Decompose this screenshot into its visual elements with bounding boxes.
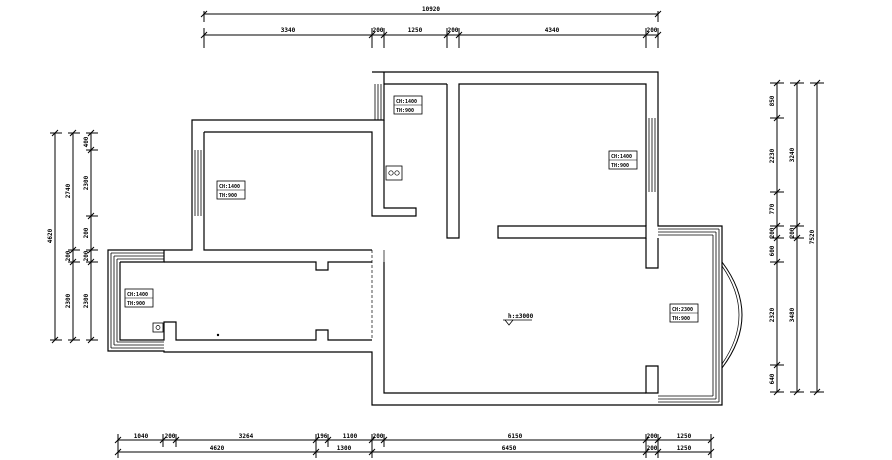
svg-text:TH:900: TH:900 bbox=[396, 108, 414, 114]
point-marker-icon bbox=[216, 333, 220, 337]
drain-circle-icon bbox=[155, 325, 161, 330]
dim-right-inner: 2320 bbox=[769, 307, 776, 322]
dim-bottom-seg: 1250 bbox=[677, 433, 692, 440]
bedroom-left-wall bbox=[203, 132, 372, 251]
bottom-dimension-chain: 1040 200 3264 196 1100 200 6150 200 1250… bbox=[114, 433, 715, 458]
dim-left-inner: 2300 bbox=[83, 175, 90, 190]
dim-bottom-seg: 196 bbox=[317, 433, 328, 440]
dim-bottom-seg: 1300 bbox=[337, 445, 352, 452]
left-dimension-chain: 4620 2740 200 2300 400 2300 200 200 2300 bbox=[47, 129, 98, 344]
partition-wall bbox=[446, 83, 647, 239]
bay-window-arc bbox=[721, 265, 740, 365]
level-mark-text: h:±3000 bbox=[508, 313, 534, 320]
window-tag: CH:1400 TH:900 bbox=[124, 288, 154, 308]
dim-bottom-seg: 200 bbox=[373, 433, 384, 440]
svg-text:TH:900: TH:900 bbox=[219, 193, 237, 199]
living-wall bbox=[645, 365, 659, 394]
dim-bottom-seg: 4620 bbox=[210, 445, 225, 452]
dim-top-seg: 4340 bbox=[545, 27, 560, 34]
dim-bottom-seg: 200 bbox=[647, 445, 658, 452]
corridor-wall bbox=[120, 250, 165, 263]
dim-right-inner: 2230 bbox=[769, 148, 776, 163]
svg-text:TH:900: TH:900 bbox=[611, 163, 629, 169]
svg-text:TH:900: TH:900 bbox=[127, 301, 145, 307]
dim-right-inner: 770 bbox=[769, 203, 776, 214]
dim-bottom-seg: 6450 bbox=[502, 445, 517, 452]
living-wall bbox=[645, 238, 659, 269]
window-tag: CH:1400 TH:900 bbox=[216, 180, 246, 200]
dim-top-seg: 200 bbox=[647, 27, 658, 34]
svg-text:CH:1400: CH:1400 bbox=[611, 154, 632, 160]
dim-bottom-seg: 3264 bbox=[239, 433, 254, 440]
level-triangle-icon bbox=[504, 319, 514, 326]
window-tag: CH:2300 TH:900 bbox=[669, 303, 699, 323]
burner-icon bbox=[388, 170, 394, 176]
dim-left-inner: 400 bbox=[83, 136, 90, 147]
corridor-wall bbox=[164, 261, 372, 271]
window-tag: CH:1400 TH:900 bbox=[393, 95, 423, 115]
dim-bottom-seg: 1040 bbox=[134, 433, 149, 440]
dim-left-inner: 200 bbox=[83, 250, 90, 261]
dim-top-seg: 200 bbox=[448, 27, 459, 34]
svg-text:CH:1400: CH:1400 bbox=[127, 292, 148, 298]
svg-text:TH:900: TH:900 bbox=[672, 316, 690, 322]
dim-left-outer: 4620 bbox=[47, 228, 54, 243]
dim-top-total: 10920 bbox=[422, 6, 440, 13]
dim-right-outer: 7520 bbox=[809, 229, 816, 244]
right-dimension-chain: 850 2230 770 200 600 2320 640 3240 200 3… bbox=[769, 79, 824, 396]
partition-wall bbox=[497, 225, 647, 239]
dim-right-mid: 3480 bbox=[789, 307, 796, 322]
dim-right-inner: 200 bbox=[769, 227, 776, 238]
dim-bottom-seg: 200 bbox=[165, 433, 176, 440]
dim-left-inner: 2300 bbox=[83, 293, 90, 308]
level-mark: h:±3000 bbox=[503, 313, 534, 326]
dim-bottom-seg: 200 bbox=[647, 433, 658, 440]
walls bbox=[107, 71, 723, 406]
svg-text:CH:1400: CH:1400 bbox=[396, 99, 417, 105]
dim-bottom-seg: 6150 bbox=[508, 433, 523, 440]
dim-right-mid: 3240 bbox=[789, 147, 796, 162]
dim-top-seg: 3340 bbox=[281, 27, 296, 34]
drain-icon bbox=[152, 322, 164, 333]
corridor-wall bbox=[119, 262, 372, 341]
outer-wall bbox=[107, 71, 723, 406]
dim-right-inner: 600 bbox=[769, 245, 776, 256]
dim-left-mid: 2740 bbox=[65, 183, 72, 198]
stove-icon bbox=[385, 165, 403, 181]
living-wall bbox=[383, 262, 646, 394]
dim-left-mid: 200 bbox=[65, 250, 72, 261]
dim-left-mid: 2300 bbox=[65, 293, 72, 308]
dim-right-mid: 200 bbox=[789, 227, 796, 238]
dim-top-seg: 200 bbox=[373, 27, 384, 34]
dim-bottom-seg: 1100 bbox=[343, 433, 358, 440]
bay-window-arc bbox=[721, 261, 743, 369]
top-dimension-chain: 10920 3340 200 1250 200 4340 200 bbox=[200, 6, 662, 48]
windows bbox=[110, 84, 720, 403]
burner-icon bbox=[394, 170, 400, 176]
dim-right-inner: 850 bbox=[769, 95, 776, 106]
svg-text:CH:1400: CH:1400 bbox=[219, 184, 240, 190]
dim-right-inner: 640 bbox=[769, 373, 776, 384]
dim-left-inner: 200 bbox=[83, 227, 90, 238]
svg-text:CH:2300: CH:2300 bbox=[672, 307, 693, 313]
dim-top-seg: 1250 bbox=[408, 27, 423, 34]
bedroom-left-wall bbox=[204, 120, 417, 217]
window-tag: CH:1400 TH:900 bbox=[608, 150, 638, 170]
dim-bottom-seg: 1250 bbox=[677, 445, 692, 452]
